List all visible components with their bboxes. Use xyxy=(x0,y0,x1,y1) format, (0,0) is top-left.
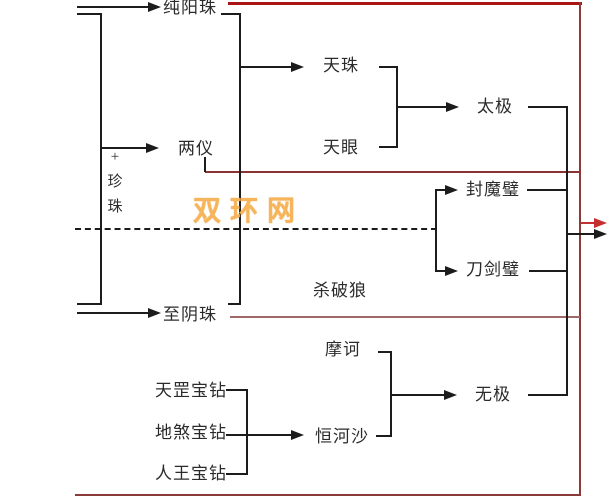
taiji-to-rail xyxy=(528,106,568,108)
connector-to-zhiyinzhu xyxy=(77,312,149,314)
connector-to-chunyangzhu xyxy=(77,6,149,8)
arrow-to-tianzhu-icon xyxy=(291,62,304,72)
node-taiji: 太极 xyxy=(477,97,513,116)
node-wuji: 无极 xyxy=(475,385,511,404)
frame-bottom-line xyxy=(75,494,581,496)
connector-to-tianzhu xyxy=(240,66,292,68)
node-tianyan: 天眼 xyxy=(323,138,359,157)
mid-bracket-top-tick xyxy=(221,13,241,15)
label-plus-pearl: + 珍 珠 xyxy=(107,149,123,215)
mohe-bracket-tick xyxy=(378,351,392,353)
connector-zhiyinzhu-red-line xyxy=(230,316,580,318)
watermark-text: 双环网 xyxy=(193,195,305,226)
node-daojianbi: 刀剑璧 xyxy=(466,260,520,279)
connector-to-daojianbi xyxy=(436,270,446,272)
arrow-to-liangyi-icon xyxy=(146,143,159,153)
node-henghesha: 恒河沙 xyxy=(315,427,369,446)
henghesha-bracket-tick xyxy=(376,435,392,437)
node-liangyi: 两仪 xyxy=(178,139,214,158)
connector-to-taiji xyxy=(397,106,447,108)
mid-bracket-vertical xyxy=(239,13,241,305)
bi-bracket-vertical xyxy=(435,189,437,272)
mid-bracket-bottom-tick xyxy=(228,303,241,305)
tiangang-bracket-tick xyxy=(226,389,248,391)
left-bracket-bottom xyxy=(77,303,102,305)
right-collector-rail xyxy=(566,106,568,396)
connector-liangyi-red-line xyxy=(205,171,580,173)
black-exit-arrow-icon xyxy=(594,229,607,239)
wuji-to-rail xyxy=(528,394,568,396)
node-zhiyinzhu: 至阴珠 xyxy=(163,305,217,324)
arrow-to-zhiyinzhu-icon xyxy=(148,308,161,318)
red-exit-line xyxy=(581,222,595,224)
arrow-to-chunyangzhu-icon xyxy=(148,2,161,12)
liangyi-drop-line xyxy=(204,157,206,172)
node-chunyangzhu: 纯阳珠 xyxy=(163,0,217,17)
dashed-connector xyxy=(75,228,437,230)
daojianbi-to-rail xyxy=(529,270,568,272)
black-exit-line xyxy=(567,233,595,235)
left-bracket-top xyxy=(77,13,101,15)
frame-right-line xyxy=(579,2,581,496)
arrow-to-daojianbi-icon xyxy=(445,266,458,276)
node-shapolang: 杀破狼 xyxy=(313,281,367,300)
left-bracket-vertical xyxy=(100,13,102,305)
baozuan-bracket-vertical xyxy=(246,389,248,475)
node-fengmobi: 封魔璧 xyxy=(466,180,520,199)
connector-to-liangyi xyxy=(101,147,147,149)
node-renwang-baozuan: 人王宝钻 xyxy=(155,464,227,483)
connector-to-fengmobi xyxy=(436,189,446,191)
frame-top-line xyxy=(228,2,582,5)
red-exit-arrow-icon xyxy=(594,218,607,228)
connector-to-henghesha xyxy=(226,434,292,436)
node-disha-baozuan: 地煞宝钻 xyxy=(155,423,227,442)
fengmobi-to-rail xyxy=(527,189,568,191)
tianzhu-bracket-tick xyxy=(379,66,398,68)
tianyan-bracket-tick xyxy=(379,146,398,148)
arrow-to-taiji-icon xyxy=(446,102,459,112)
arrow-to-wuji-icon xyxy=(444,390,457,400)
arrow-to-fengmobi-icon xyxy=(445,185,458,195)
node-mohe: 摩诃 xyxy=(325,340,361,359)
connector-to-wuji xyxy=(391,394,445,396)
renwang-bracket-tick xyxy=(226,473,248,475)
node-tianzhu: 天珠 xyxy=(323,56,359,75)
node-tiangang-baozuan: 天罡宝钻 xyxy=(155,381,227,400)
arrow-to-henghesha-icon xyxy=(291,430,304,440)
